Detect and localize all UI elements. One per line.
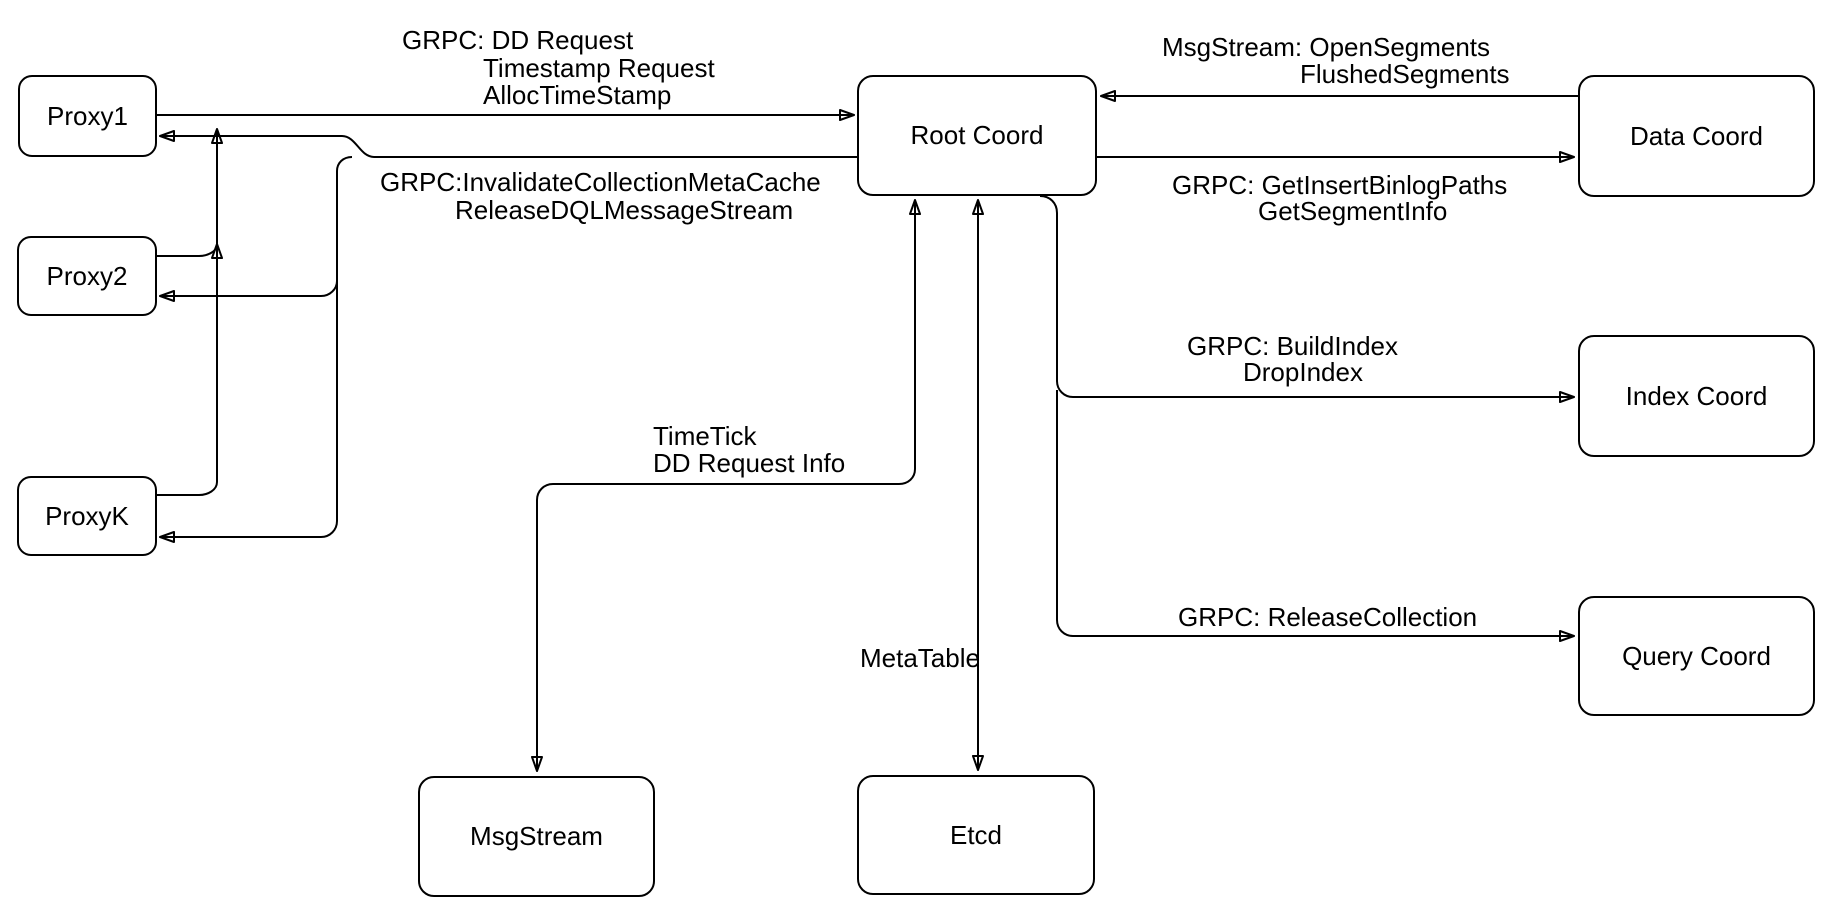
- node-indexcoord-label: Index Coord: [1625, 380, 1768, 411]
- edge-proxy2-merge-to-shared-line: [157, 243, 223, 260]
- node-querycoord-label: Query Coord: [1622, 640, 1771, 671]
- edge-label-root-to-index-line1: GRPC: BuildIndex: [1187, 331, 1398, 361]
- node-datacoord-label: Data Coord: [1630, 120, 1763, 151]
- node-datacoord: Data Coord: [1578, 75, 1815, 197]
- edge-label-root-to-msgstream-line2: DD Request Info: [653, 448, 846, 478]
- edge-label-proxy-to-root-line1: GRPC: DD Request: [402, 25, 634, 55]
- edge-rootcoord-to-proxyk: [159, 156, 353, 543]
- node-rootcoord: Root Coord: [857, 75, 1097, 196]
- edge-rootcoord-to-indexcoord: [1039, 195, 1575, 403]
- node-proxy2-label: Proxy2: [46, 260, 128, 291]
- edge-rootcoord-to-querycoord: [1056, 390, 1575, 642]
- node-msgstream-label: MsgStream: [470, 821, 603, 851]
- node-indexcoord: Index Coord: [1578, 335, 1815, 457]
- node-proxyk: ProxyK: [17, 476, 157, 556]
- node-proxy1-label: Proxy1: [47, 100, 128, 131]
- node-querycoord: Query Coord: [1578, 596, 1815, 716]
- edge-label-root-to-data-line1: GRPC: GetInsertBinlogPaths: [1172, 170, 1508, 200]
- edge-rootcoord-msgstream: [531, 199, 921, 772]
- edge-label-root-to-query-line1: GRPC: ReleaseCollection: [1178, 602, 1478, 632]
- node-msgstream: MsgStream: [418, 776, 655, 897]
- node-proxy2: Proxy2: [17, 236, 157, 316]
- node-proxy1: Proxy1: [18, 75, 157, 157]
- node-rootcoord-label: Root Coord: [910, 120, 1044, 150]
- edge-label-root-to-proxies-line1: GRPC:InvalidateCollectionMetaCache: [380, 167, 821, 197]
- edge-label-root-to-msgstream-line1: TimeTick: [653, 421, 757, 451]
- edge-label-root-to-data-line2: GetSegmentInfo: [1258, 196, 1448, 226]
- edge-label-root-to-proxies-line2: ReleaseDQLMessageStream: [455, 195, 794, 225]
- edge-label-root-to-index-line2: DropIndex: [1243, 357, 1363, 387]
- node-etcd: Etcd: [857, 775, 1095, 895]
- edge-rootcoord-to-proxy1: [159, 130, 857, 158]
- edge-label-root-to-etcd-line1: MetaTable: [860, 643, 980, 673]
- edge-label-proxy-to-root-line3: AllocTimeStamp: [483, 80, 672, 110]
- edge-rootcoord-to-proxy2: [159, 280, 338, 302]
- edge-proxyk-merge-to-shared-line: [157, 128, 223, 496]
- node-etcd-label: Etcd: [949, 819, 1003, 850]
- edge-label-proxy-to-root-line2: Timestamp Request: [483, 53, 715, 83]
- node-proxyk-label: ProxyK: [45, 500, 129, 531]
- edge-label-data-to-root-line1: MsgStream: OpenSegments: [1162, 32, 1491, 62]
- edge-label-data-to-root-line2: FlushedSegments: [1300, 59, 1510, 89]
